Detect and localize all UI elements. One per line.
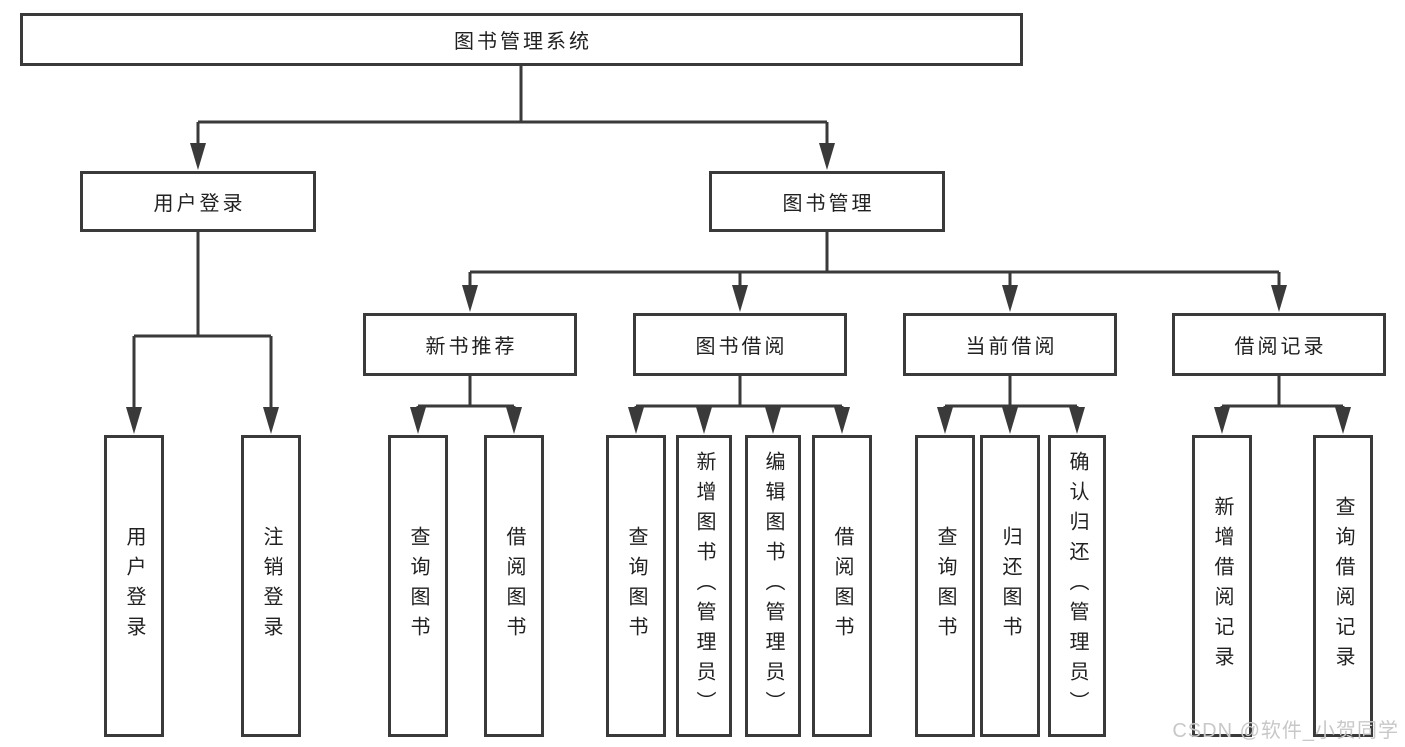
node-current-borrowing: 当前借阅	[903, 313, 1117, 376]
leaf-borrow-books: 借阅图书	[812, 435, 872, 737]
node-new-book-recommend: 新书推荐	[363, 313, 577, 376]
leaf-query-books-borrowing: 查询图书	[606, 435, 666, 737]
connector-borrowing-records	[1220, 376, 1345, 414]
leaf-logout: 注销登录	[241, 435, 301, 737]
connector-book-management	[468, 232, 1281, 292]
leaf-query-books-recommend: 查询图书	[388, 435, 448, 737]
leaf-return-books: 归还图书	[980, 435, 1040, 737]
leaf-confirm-return-admin: 确认归还（管理员）	[1048, 435, 1106, 737]
leaf-add-books-admin: 新增图书（管理员）	[676, 435, 732, 737]
leaf-add-borrow-record: 新增借阅记录	[1192, 435, 1252, 737]
node-library-system: 图书管理系统	[20, 13, 1023, 66]
connector-new-book	[416, 376, 516, 414]
leaf-borrow-books-recommend: 借阅图书	[484, 435, 544, 737]
node-borrowing-records: 借阅记录	[1172, 313, 1386, 376]
leaf-user-login: 用户登录	[104, 435, 164, 737]
leaf-query-borrow-record: 查询借阅记录	[1313, 435, 1373, 737]
connector-current-borrowing	[943, 376, 1079, 414]
connector-book-borrowing	[634, 376, 844, 414]
node-book-management: 图书管理	[709, 171, 945, 232]
connector-user-login	[132, 232, 273, 414]
node-book-borrowing: 图书借阅	[633, 313, 847, 376]
node-user-login: 用户登录	[80, 171, 316, 232]
leaf-edit-books-admin: 编辑图书（管理员）	[745, 435, 801, 737]
leaf-query-books-current: 查询图书	[915, 435, 975, 737]
connector-root	[196, 66, 829, 150]
